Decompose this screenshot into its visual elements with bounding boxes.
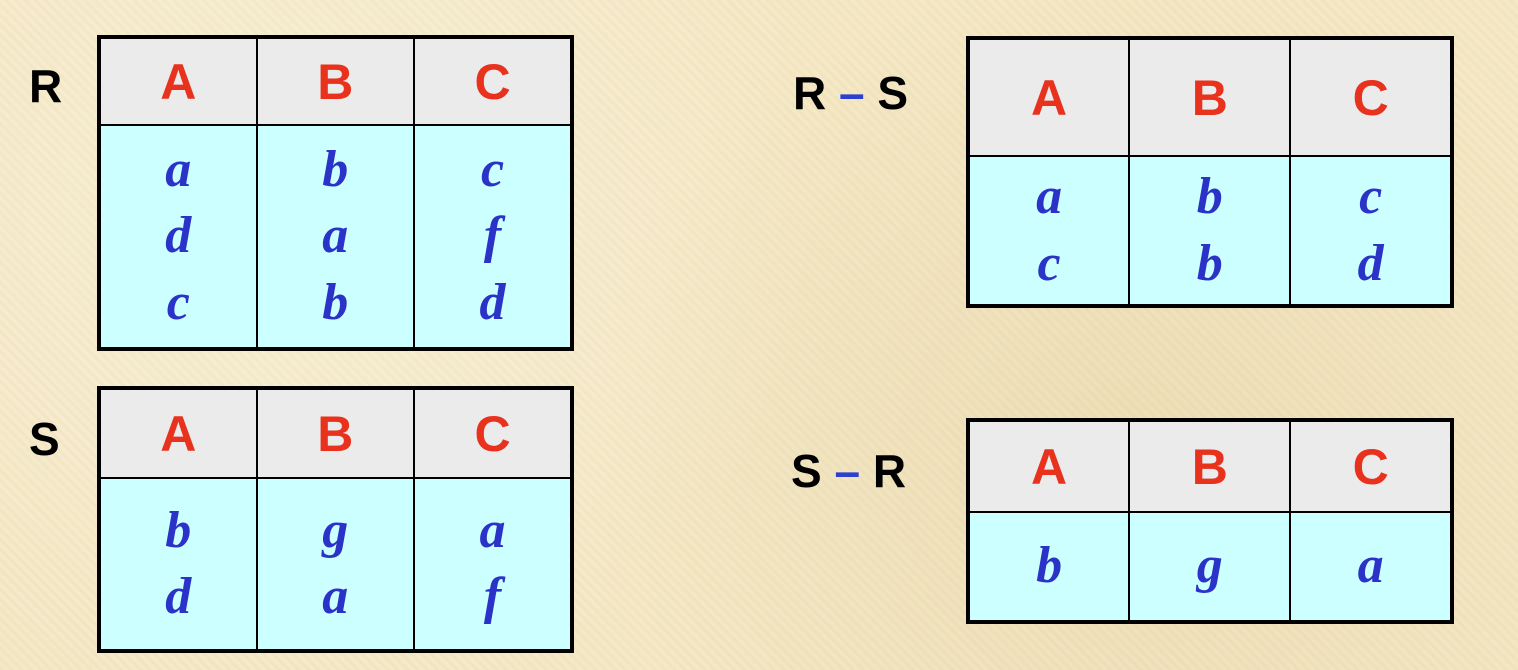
column-values-c: c d (1289, 156, 1452, 306)
relation-label-s: S (29, 416, 60, 462)
cell-value: d (1357, 234, 1384, 292)
cell-value: a (1357, 537, 1384, 595)
cell-value: d (165, 207, 192, 265)
column-values-a: a d c (99, 125, 257, 349)
column-header-b: B (255, 37, 414, 126)
relation-label-r: R (29, 63, 62, 109)
column-values-b: b a b (255, 125, 414, 349)
cell-value: b (322, 273, 349, 331)
cell-value: d (165, 568, 192, 625)
cell-value: a (1036, 168, 1063, 226)
difference-operator: – (839, 67, 865, 119)
column-values-b: g (1128, 512, 1291, 622)
relation-table-s: A B C b d g a a f (97, 386, 574, 653)
column-values-c: c f d (413, 125, 572, 349)
cell-value: b (1196, 168, 1223, 226)
relation-name: S (877, 67, 909, 119)
cell-value: f (483, 207, 502, 265)
cell-value: c (480, 141, 505, 199)
relation-name: S (791, 445, 822, 497)
difference-operator: – (834, 445, 861, 497)
relation-name: R (793, 67, 827, 119)
cell-value: a (322, 568, 349, 625)
cell-value: c (1037, 234, 1061, 292)
cell-value: f (483, 568, 502, 625)
column-values-c: a f (413, 478, 572, 651)
cell-value: a (479, 501, 506, 559)
relation-name: R (872, 445, 907, 497)
relation-name: S (29, 413, 60, 465)
cell-value: b (165, 501, 192, 559)
column-header-c: C (1289, 420, 1452, 513)
column-header-a: A (968, 38, 1130, 157)
column-values-a: a c (968, 156, 1130, 306)
column-values-b: g a (255, 478, 414, 651)
relation-label-r-minus-s: R – S (793, 70, 908, 116)
relation-name: R (29, 60, 63, 112)
column-header-a: A (968, 420, 1130, 513)
column-values-a: b d (99, 478, 257, 651)
column-header-c: C (413, 388, 572, 479)
cell-value: c (166, 273, 190, 331)
cell-value: c (1359, 168, 1383, 226)
column-header-a: A (99, 37, 257, 126)
cell-value: b (1196, 234, 1223, 292)
relation-table-r: A B C a d c b a b c f d (97, 35, 574, 351)
cell-value: g (322, 501, 349, 559)
column-header-b: B (255, 388, 414, 479)
relation-label-s-minus-r: S – R (791, 448, 906, 494)
relation-table-s-minus-r: A B C b g a (966, 418, 1454, 624)
column-values-a: b (968, 512, 1130, 622)
column-header-b: B (1128, 420, 1291, 513)
cell-value: a (322, 207, 349, 265)
cell-value: d (479, 273, 506, 331)
column-header-c: C (413, 37, 572, 126)
column-values-b: b b (1128, 156, 1291, 306)
column-values-c: a (1289, 512, 1452, 622)
relation-table-r-minus-s: A B C a c b b c d (966, 36, 1454, 308)
cell-value: b (322, 141, 349, 199)
cell-value: b (1036, 537, 1063, 595)
cell-value: g (1196, 537, 1223, 595)
column-header-b: B (1128, 38, 1291, 157)
column-header-a: A (99, 388, 257, 479)
cell-value: a (165, 141, 192, 199)
column-header-c: C (1289, 38, 1452, 157)
